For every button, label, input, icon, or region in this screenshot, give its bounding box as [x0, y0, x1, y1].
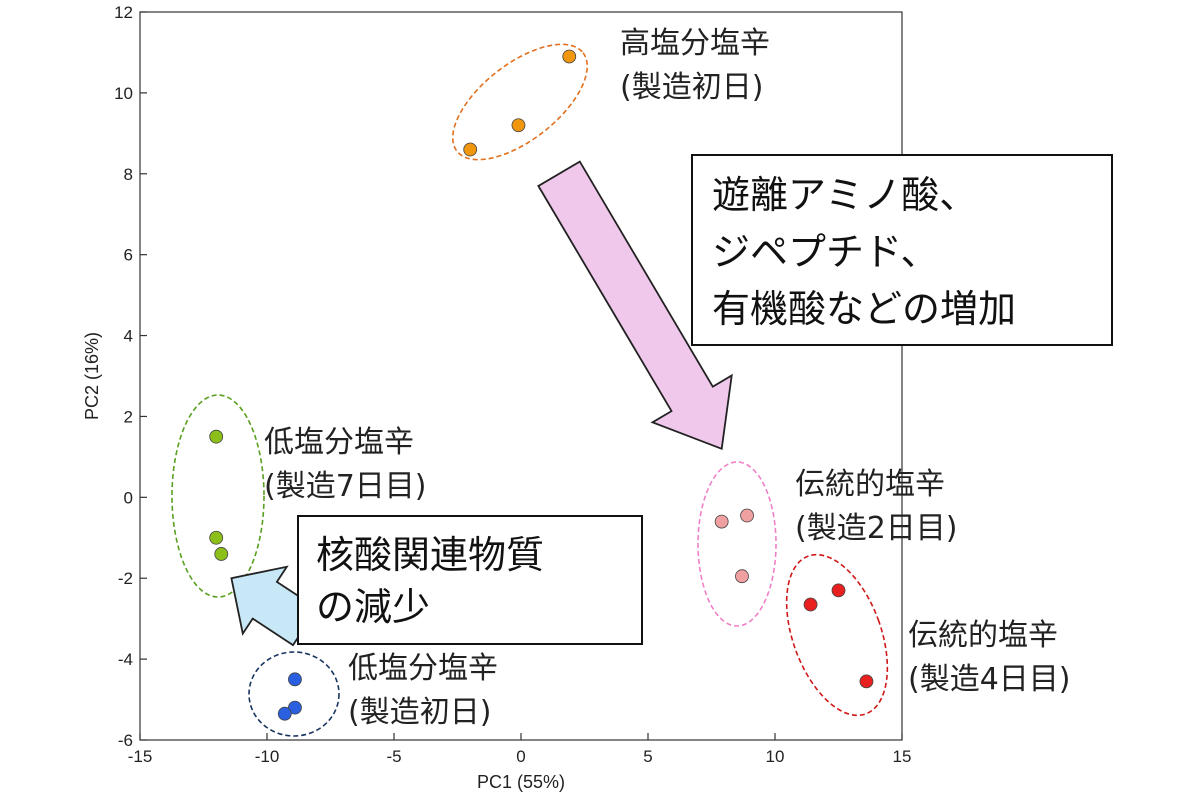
- group-label-high_salt_day1: (製造初日): [620, 70, 763, 105]
- axes: -15 -10 -5 0 5 10 15 -6 -4 -2 0 2 4 6 8 10 12 PC1 (55%)…: [82, 3, 911, 792]
- data-point-low_salt_day7: [209, 530, 224, 545]
- data-point-high_salt_day1: [562, 49, 577, 64]
- group-label-traditional_day4: 伝統的塩辛: [908, 618, 1058, 653]
- data-point-traditional_day2: [714, 514, 729, 529]
- y-tick-label: 2: [124, 407, 133, 426]
- annotation-text-increase: 有機酸などの増加: [712, 287, 1016, 331]
- group-label-high_salt_day1: 高塩分塩辛: [620, 26, 770, 61]
- y-tick-label: 10: [114, 84, 133, 103]
- y-axis-ticks: -6 -4 -2 0 2 4 6 8 10 12: [114, 3, 147, 750]
- y-tick-label: -4: [118, 650, 133, 669]
- data-point-high_salt_day1: [511, 118, 526, 133]
- x-axis-label: PC1 (55%): [477, 772, 565, 792]
- x-tick-label: 5: [643, 747, 652, 766]
- data-point-high_salt_day1: [463, 142, 478, 157]
- data-point-traditional_day2: [740, 508, 754, 523]
- group-label-low_salt_day7: (製造7日目): [264, 469, 427, 504]
- arrow-pink: [537, 160, 733, 451]
- group-label-low_salt_day7: 低塩分塩辛: [264, 425, 414, 460]
- x-tick-label: -15: [128, 747, 153, 766]
- y-tick-label: 12: [114, 3, 133, 22]
- data-point-low_salt_day7: [209, 429, 224, 444]
- x-tick-label: 15: [893, 747, 912, 766]
- x-tick-label: 10: [766, 747, 785, 766]
- group-label-traditional_day2: (製造2日目): [795, 511, 958, 546]
- x-axis-ticks: -15 -10 -5 0 5 10 15: [128, 733, 912, 766]
- y-tick-label: -2: [118, 569, 133, 588]
- y-tick-label: -6: [118, 731, 133, 750]
- data-point-traditional_day4: [831, 583, 846, 598]
- data-point-traditional_day4: [803, 597, 818, 612]
- arrows: [230, 160, 733, 647]
- cluster-ellipse-high_salt_day1: [451, 43, 589, 161]
- arrow-blue: [230, 565, 319, 647]
- cluster-ellipse-traditional_day2: [697, 461, 777, 627]
- group-label-low_salt_day1: (製造初日): [348, 695, 491, 730]
- annotation-text-decrease: 核酸関連物質: [316, 533, 544, 577]
- annotation-text-increase: ジペプチド、: [712, 230, 938, 274]
- data-point-traditional_day2: [735, 569, 749, 584]
- data-point-low_salt_day1: [288, 700, 302, 715]
- group-label-traditional_day4: (製造4日目): [908, 662, 1071, 697]
- x-tick-label: -5: [386, 747, 401, 766]
- y-tick-label: 8: [124, 165, 133, 184]
- group-label-low_salt_day1: 低塩分塩辛: [348, 651, 498, 686]
- y-tick-label: 0: [124, 488, 133, 507]
- group-label-traditional_day2: 伝統的塩辛: [795, 467, 945, 502]
- annotation-box-decrease: [297, 515, 643, 645]
- cluster-ellipse-low_salt_day1: [248, 651, 340, 737]
- y-axis-label: PC2 (16%): [82, 332, 102, 420]
- annotation-box-increase: [691, 154, 1113, 346]
- y-tick-label: 4: [124, 327, 133, 346]
- annotation-text-decrease: の減少: [316, 585, 430, 629]
- cluster-ellipse-low_salt_day7: [171, 394, 265, 598]
- cluster-ellipse-traditional_day4: [785, 553, 889, 717]
- data-point-traditional_day4: [859, 674, 874, 689]
- y-tick-label: 6: [124, 246, 133, 265]
- data-point-low_salt_day1: [288, 672, 302, 687]
- annotation-text-increase: 遊離アミノ酸、: [712, 173, 977, 217]
- data-point-low_salt_day1: [277, 706, 292, 721]
- group-labels: 高塩分塩辛 (製造初日) 低塩分塩辛 (製造7日目) 低塩分塩辛 (製造初日) 伝統的塩辛 (…: [264, 26, 1071, 730]
- x-tick-label: 0: [516, 747, 525, 766]
- x-tick-label: -10: [255, 747, 280, 766]
- data-point-low_salt_day7: [214, 547, 229, 561]
- data-points: [209, 49, 874, 721]
